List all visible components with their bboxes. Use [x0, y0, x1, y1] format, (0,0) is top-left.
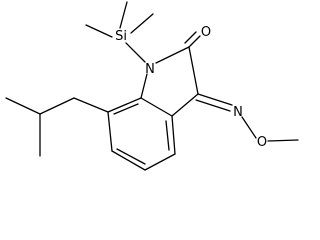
bond-si-methyl-left: [85, 24, 113, 38]
bond-oxime-1: [197, 93, 233, 106]
bond-c7-ch2: [73, 97, 109, 113]
bond-oxime-2: [195, 99, 231, 112]
bond-o-methyl: [267, 139, 299, 142]
bond-n-o: [241, 116, 257, 139]
bond-carbonyl-1: [188, 35, 201, 48]
bond-c7-c6: [107, 111, 113, 152]
atom-o-ether-label: O: [257, 135, 267, 150]
bond-c3-c3a: [171, 93, 199, 117]
atom-o-carbonyl-label: O: [201, 25, 211, 40]
atom-n-oxime-label: N: [233, 105, 243, 120]
bond-c7a-n: [140, 73, 148, 99]
atom-si-label: Si: [115, 29, 127, 44]
bond-c3a-c7a: [140, 97, 173, 117]
bond-aromatic-c6-c5: [116, 148, 146, 165]
bond-si-methyl-top: [119, 1, 128, 29]
bond-c7a-c7: [107, 97, 142, 113]
bond-aromatic-c7a-c7: [113, 103, 139, 115]
bond-aromatic-c4-c3a: [165, 120, 170, 151]
bond-carbonyl-2: [184, 31, 197, 44]
bond-ch-methyl-left: [5, 97, 41, 115]
bond-c5-c4: [144, 153, 176, 171]
bond-ch2-ch: [39, 97, 75, 115]
atom-n1-label: N: [145, 62, 155, 77]
molecule-structure: Si N O N O: [5, 1, 299, 171]
bond-si-methyl-right: [130, 13, 154, 34]
bond-c4-c3a: [171, 115, 176, 155]
bond-c2-c3: [188, 46, 199, 95]
bond-c6-c5: [111, 150, 146, 171]
bond-si-n: [125, 42, 146, 63]
bond-n-c2: [155, 46, 190, 64]
